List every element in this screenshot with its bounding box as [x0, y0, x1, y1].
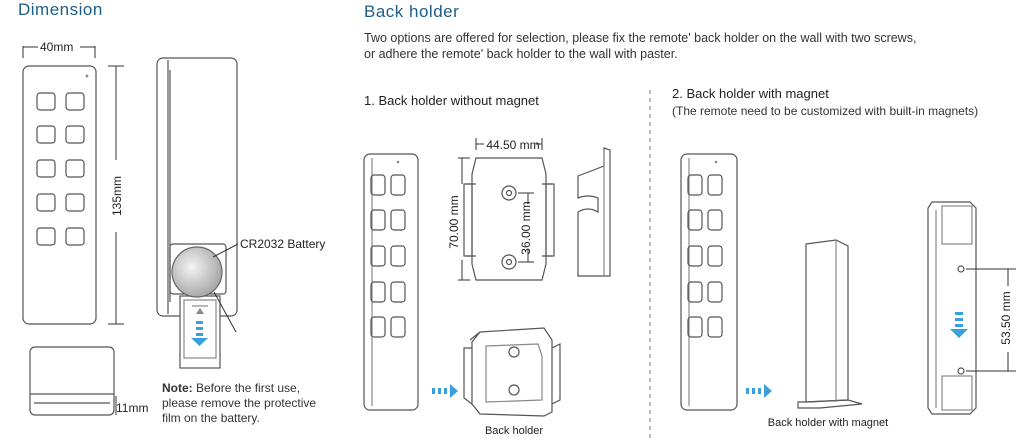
- note-line1: Before the first use,: [192, 381, 301, 395]
- holder-front-drawing: [458, 138, 555, 281]
- back-holder-title: Back holder: [364, 2, 460, 21]
- note-label: Note:: [162, 381, 193, 395]
- remote-front-view: [22, 46, 124, 325]
- option2-title: 2. Back holder with magnet: [672, 86, 829, 101]
- holder-height-label: 70.00 mm: [447, 195, 461, 248]
- depth-label: 11mm: [116, 401, 148, 415]
- remote-back-magnets: [927, 201, 1016, 415]
- down-arrow-icon-2: [950, 312, 968, 338]
- height-label: 135mm: [110, 176, 124, 216]
- down-arrow-icon: [191, 321, 208, 346]
- width-label: 40mm: [40, 40, 73, 54]
- back-holder-desc-line2: or adhere the remote' back holder to the…: [364, 47, 678, 61]
- remote-button-grid: [36, 92, 85, 246]
- magnet-distance-label: 53.50 mm: [999, 291, 1013, 344]
- option1-title: 1. Back holder without magnet: [364, 93, 539, 108]
- battery-coin-icon: [171, 246, 223, 298]
- option2-remote: [680, 153, 738, 411]
- battery-label: CR2032 Battery: [240, 237, 325, 251]
- remote-depth-view: [29, 346, 117, 416]
- note-line3: film on the battery.: [162, 411, 260, 425]
- option1-remote: [363, 153, 419, 411]
- holder-width-label: 44.50 mm: [486, 138, 539, 152]
- holder-3d-view: [463, 327, 561, 417]
- dimension-title: Dimension: [18, 0, 103, 19]
- battery-note: Note: Before the first use,: [162, 381, 300, 396]
- note-line2: please remove the protective: [162, 396, 317, 410]
- back-holder-desc-line1: Two options are offered for selection, p…: [364, 31, 917, 45]
- option2-subtitle: (The remote need to be customized with b…: [672, 104, 979, 118]
- holder-side-profile: [577, 147, 611, 277]
- holder-caption: Back holder: [485, 425, 543, 437]
- right-arrow-icon: [432, 384, 458, 398]
- magnet-holder: [797, 239, 863, 409]
- magnet-holder-caption: Back holder with magnet: [768, 417, 888, 429]
- right-arrow-icon-2: [746, 384, 772, 398]
- holder-hole-label: 36.00 mm: [519, 201, 533, 254]
